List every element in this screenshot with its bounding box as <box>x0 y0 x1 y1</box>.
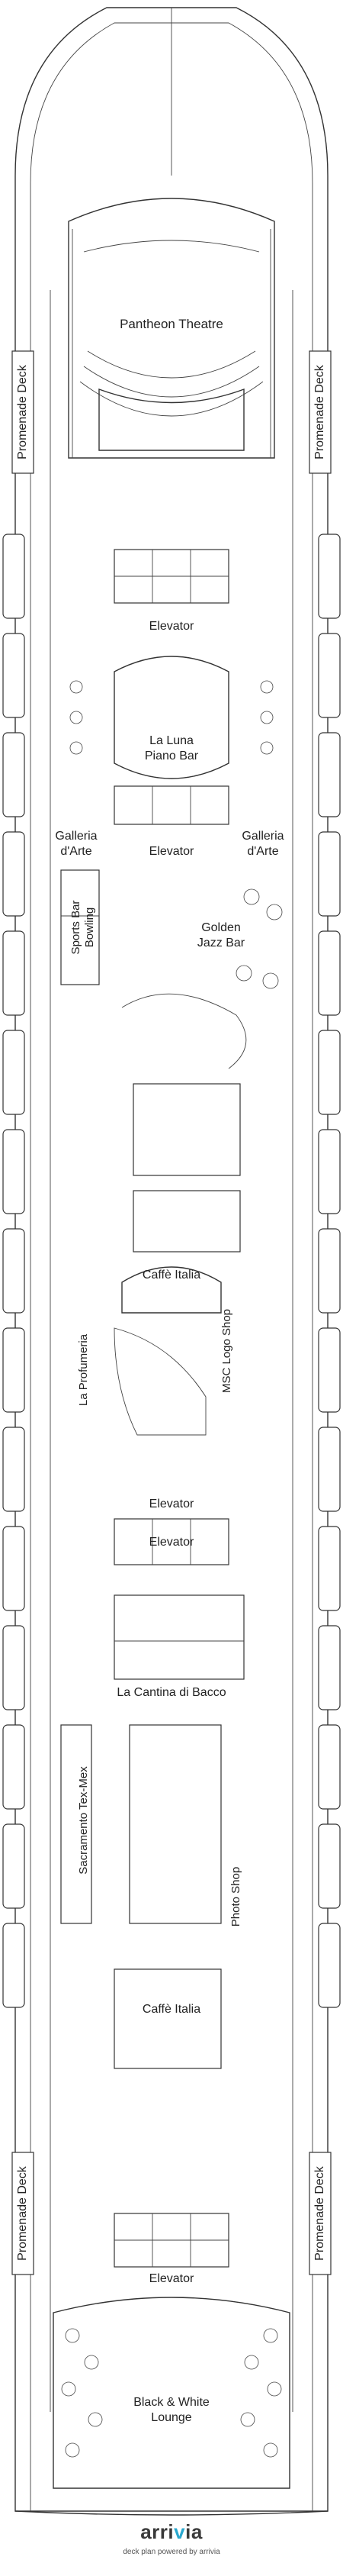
black-white-label-line1: Black & White <box>133 2396 210 2409</box>
la-profumeria-label: La Profumeria <box>77 1333 90 1406</box>
arrivia-logo: arrivia <box>0 2520 343 2544</box>
central-aft-block <box>129 1724 222 1924</box>
msc-logo-shop-label: MSC Logo Shop <box>220 1309 233 1393</box>
sports-bar-label: Sports Bar <box>69 901 82 955</box>
galleria-darte-area[interactable]: Galleria d'Arte Elevator Galleria d'Arte <box>55 785 284 858</box>
promenade-label-box-fwd-right <box>309 350 332 474</box>
black-white-lounge-area[interactable]: Black & White Lounge <box>53 2297 290 2489</box>
elevator-galleria-label: Elevator <box>149 845 194 858</box>
sacramento-tex-mex-area[interactable]: Sacramento Tex-Mex <box>60 1724 92 1924</box>
la-cantina-area[interactable]: La Cantina di Bacco <box>114 1594 245 1699</box>
la-luna-piano-bar-area[interactable]: La Luna Piano Bar <box>69 656 274 779</box>
galleria-left-line2: d'Arte <box>60 845 91 858</box>
sports-bar-bowling-area[interactable]: Sports Bar Bowling <box>60 869 100 985</box>
caffe-italia-upper-area[interactable]: Caffè Italia <box>121 1266 222 1314</box>
elevator-aft-label: Elevator <box>149 2272 194 2285</box>
brand-main: arri <box>140 2520 175 2543</box>
elevator-aft-area[interactable]: Elevator <box>114 2213 229 2285</box>
la-profumeria-area[interactable]: La Profumeria <box>77 1333 90 1406</box>
caffe-italia-upper-label: Caffè Italia <box>143 1269 200 1282</box>
galleria-right-line2: d'Arte <box>247 845 278 858</box>
elevator-mid-2-label: Elevator <box>149 1536 194 1549</box>
promenade-deck-label-aft-left: Promenade Deck <box>16 2165 29 2261</box>
promenade-label-box-aft-right <box>309 2152 332 2275</box>
sacramento-label: Sacramento Tex-Mex <box>77 1766 90 1875</box>
promenade-label-box-fwd-left <box>11 350 34 474</box>
central-block-2 <box>133 1190 241 1253</box>
elevator-fwd-label: Elevator <box>149 620 194 633</box>
pantheon-theatre-area[interactable]: Pantheon Theatre <box>68 198 275 459</box>
central-block-1 <box>133 1083 241 1176</box>
lifeboats-right <box>318 534 341 2008</box>
promenade-label-box-aft-left <box>11 2152 34 2275</box>
photo-shop-label: Photo Shop <box>229 1867 242 1926</box>
golden-jazz-bar-area[interactable]: Golden Jazz Bar <box>197 888 283 989</box>
la-luna-label: La Luna <box>149 734 194 747</box>
promenade-deck-label-fwd-left: Promenade Deck <box>16 364 29 459</box>
golden-label: Golden <box>201 921 241 934</box>
powered-by-text: deck plan powered by arrivia <box>123 2548 220 2556</box>
galleria-left-line1: Galleria <box>55 830 97 843</box>
central-curved-walkway <box>121 993 247 1069</box>
promenade-deck-label-fwd-right: Promenade Deck <box>313 364 326 459</box>
promenade-deck-label-aft-right: Promenade Deck <box>313 2165 326 2261</box>
brand-accent: v <box>174 2520 186 2543</box>
la-cantina-label: La Cantina di Bacco <box>117 1686 226 1699</box>
jazz-bar-label: Jazz Bar <box>197 937 245 949</box>
msc-logo-shop-area[interactable]: MSC Logo Shop <box>220 1309 233 1393</box>
piano-bar-label: Piano Bar <box>145 750 199 762</box>
galleria-right-line1: Galleria <box>242 830 284 843</box>
black-white-label-line2: Lounge <box>151 2411 191 2424</box>
elevator-fwd-area[interactable]: Elevator <box>114 549 229 633</box>
elevator-mid-area[interactable]: Elevator Elevator <box>114 1498 229 1565</box>
caffe-italia-lower-area[interactable]: Caffè Italia <box>114 1968 222 2069</box>
hull-outline <box>14 7 329 2512</box>
brand-end: ia <box>185 2520 203 2543</box>
pantheon-theatre-label: Pantheon Theatre <box>120 317 223 331</box>
caffe-italia-lower-label: Caffè Italia <box>143 2003 200 2016</box>
elevator-mid-1-label: Elevator <box>149 1498 194 1510</box>
lifeboats-left <box>2 534 25 2008</box>
stern-outline <box>14 2510 329 2516</box>
caffe-lounge-curve <box>114 1327 207 1436</box>
photo-shop-area[interactable]: Photo Shop <box>229 1867 242 1926</box>
bowling-label: Bowling <box>83 908 96 948</box>
